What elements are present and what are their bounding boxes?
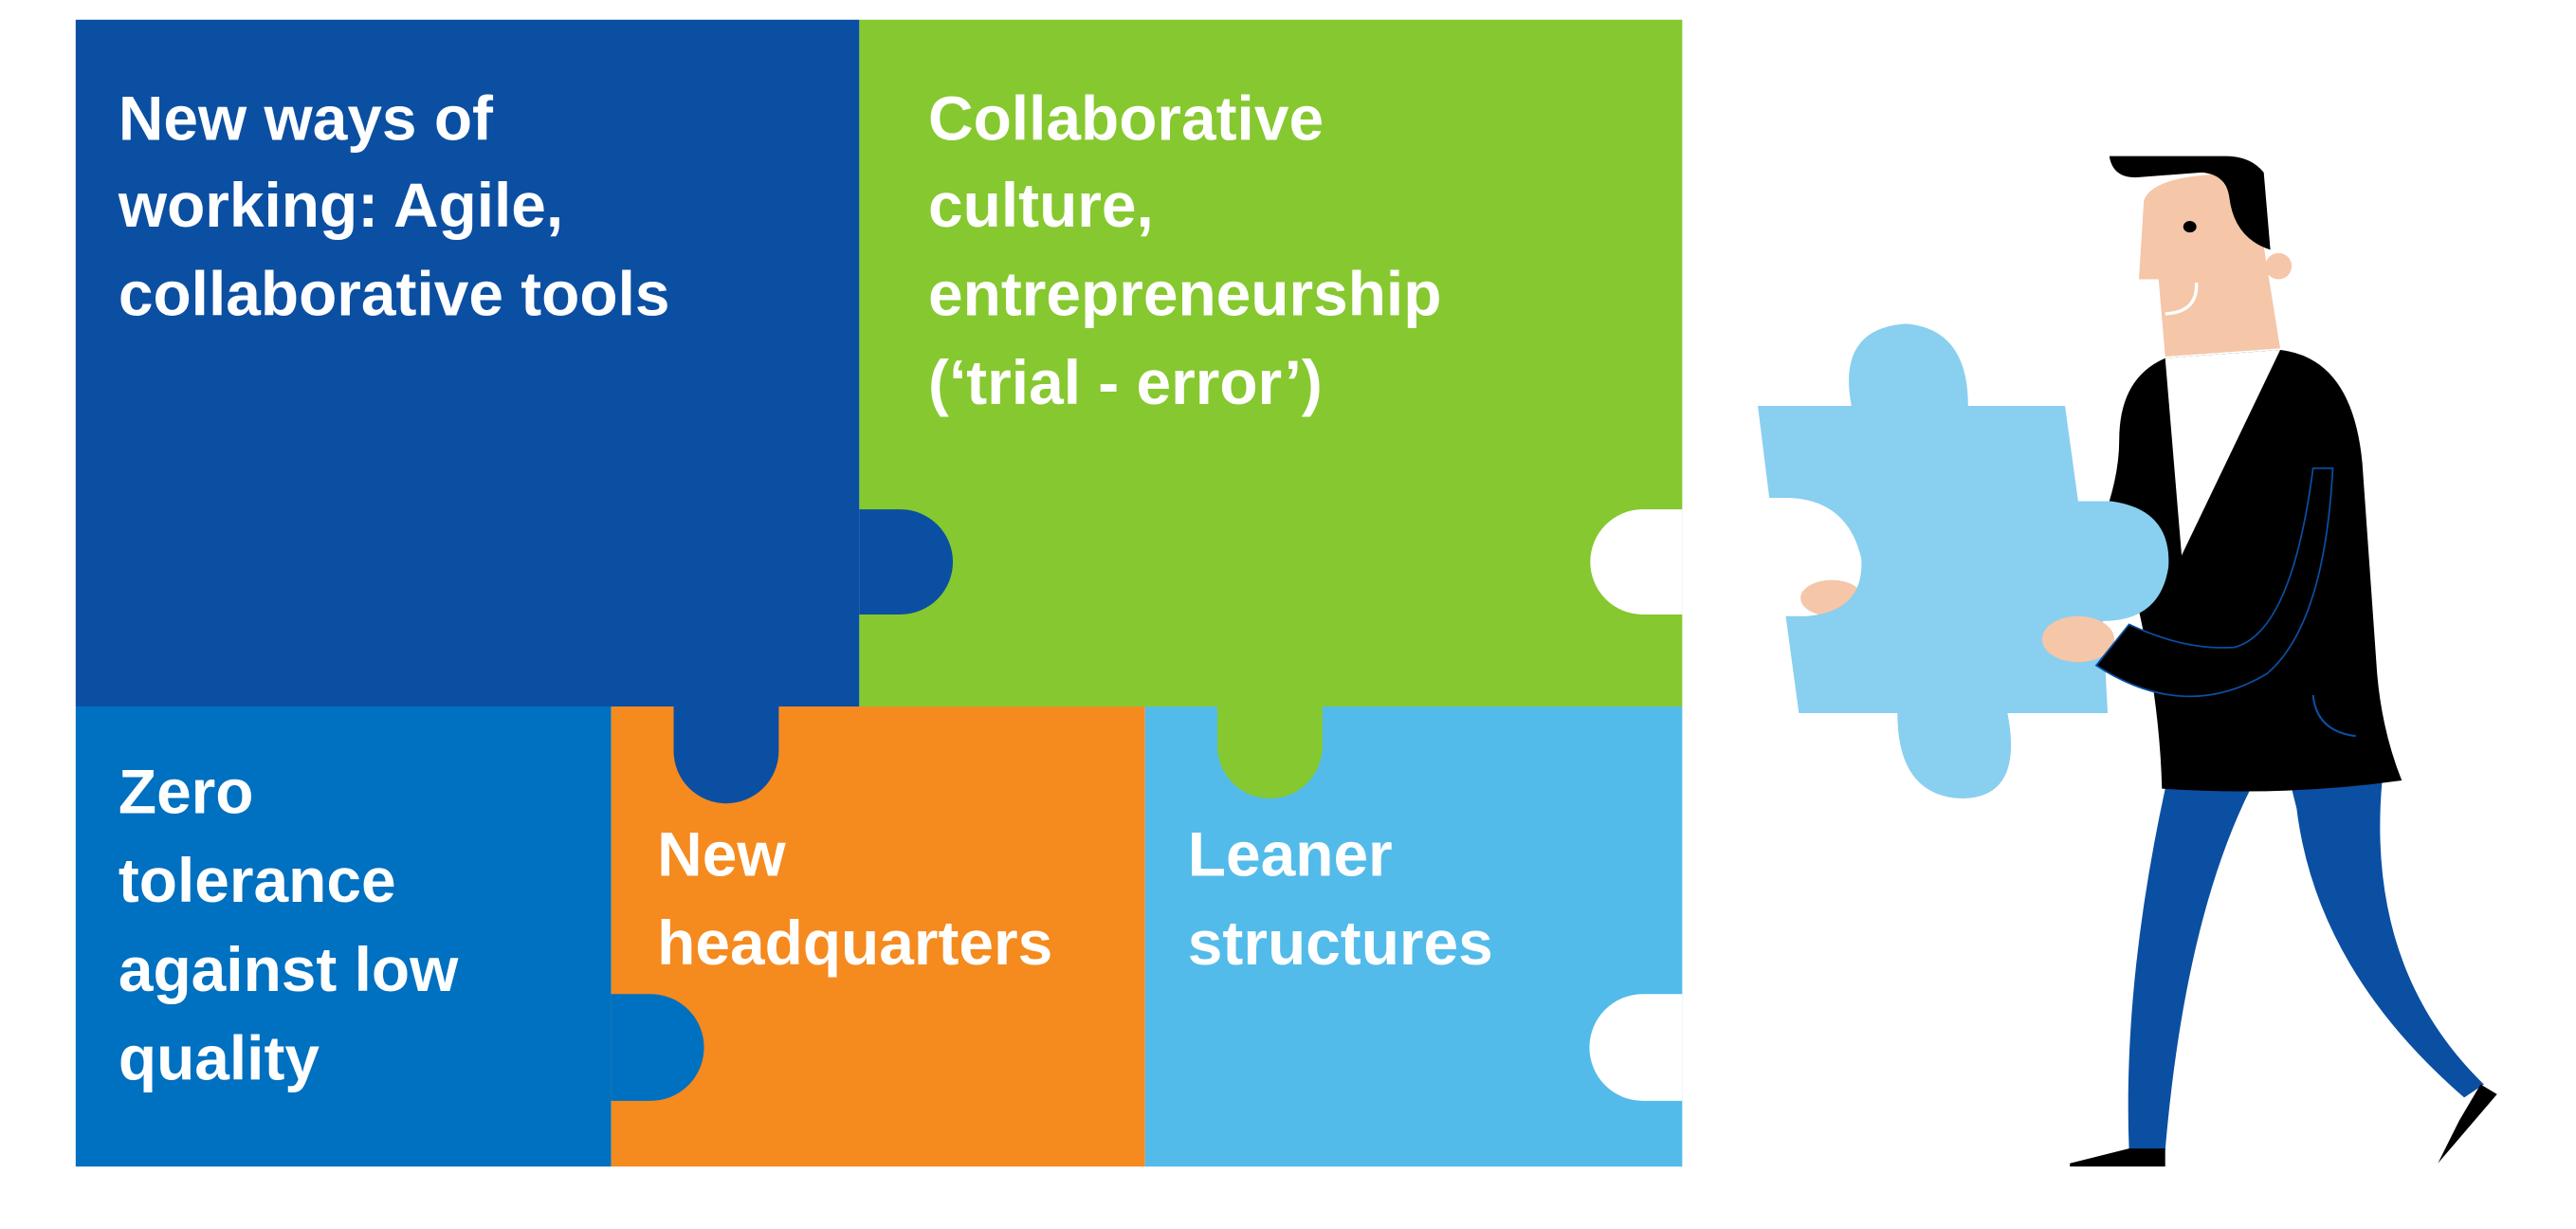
hair — [2109, 156, 2271, 250]
arm — [2094, 467, 2334, 698]
label-ways-of-working: New ways of working: Agile, collaborativ… — [118, 83, 670, 328]
right-shoe — [2438, 1084, 2497, 1164]
label-zero-tolerance: Zero tolerance against low quality — [119, 757, 476, 1093]
empty-slot-notch — [1589, 994, 1683, 1101]
missing-puzzle-piece — [1758, 323, 2169, 799]
label-leaner: Leaner structures — [1188, 818, 1493, 978]
ear — [2265, 252, 2293, 280]
shirt — [2165, 350, 2281, 556]
label-culture: Collaborative culture, entrepreneurship … — [928, 83, 1459, 417]
smile — [2165, 282, 2199, 316]
empty-slot-notch — [1590, 509, 1683, 614]
eye — [2183, 221, 2197, 233]
piece-leaner — [1144, 706, 1683, 1167]
right-hand — [2041, 615, 2115, 663]
person-illustration — [1758, 156, 2497, 1167]
piece-ways-of-working — [75, 19, 954, 804]
label-headquarters: New headquarters — [657, 818, 1052, 978]
right-leg — [2292, 781, 2484, 1098]
piece-culture — [859, 19, 1683, 799]
pocket-line — [2311, 694, 2356, 738]
left-leg — [2128, 788, 2251, 1150]
left-shoe — [2070, 1148, 2165, 1167]
